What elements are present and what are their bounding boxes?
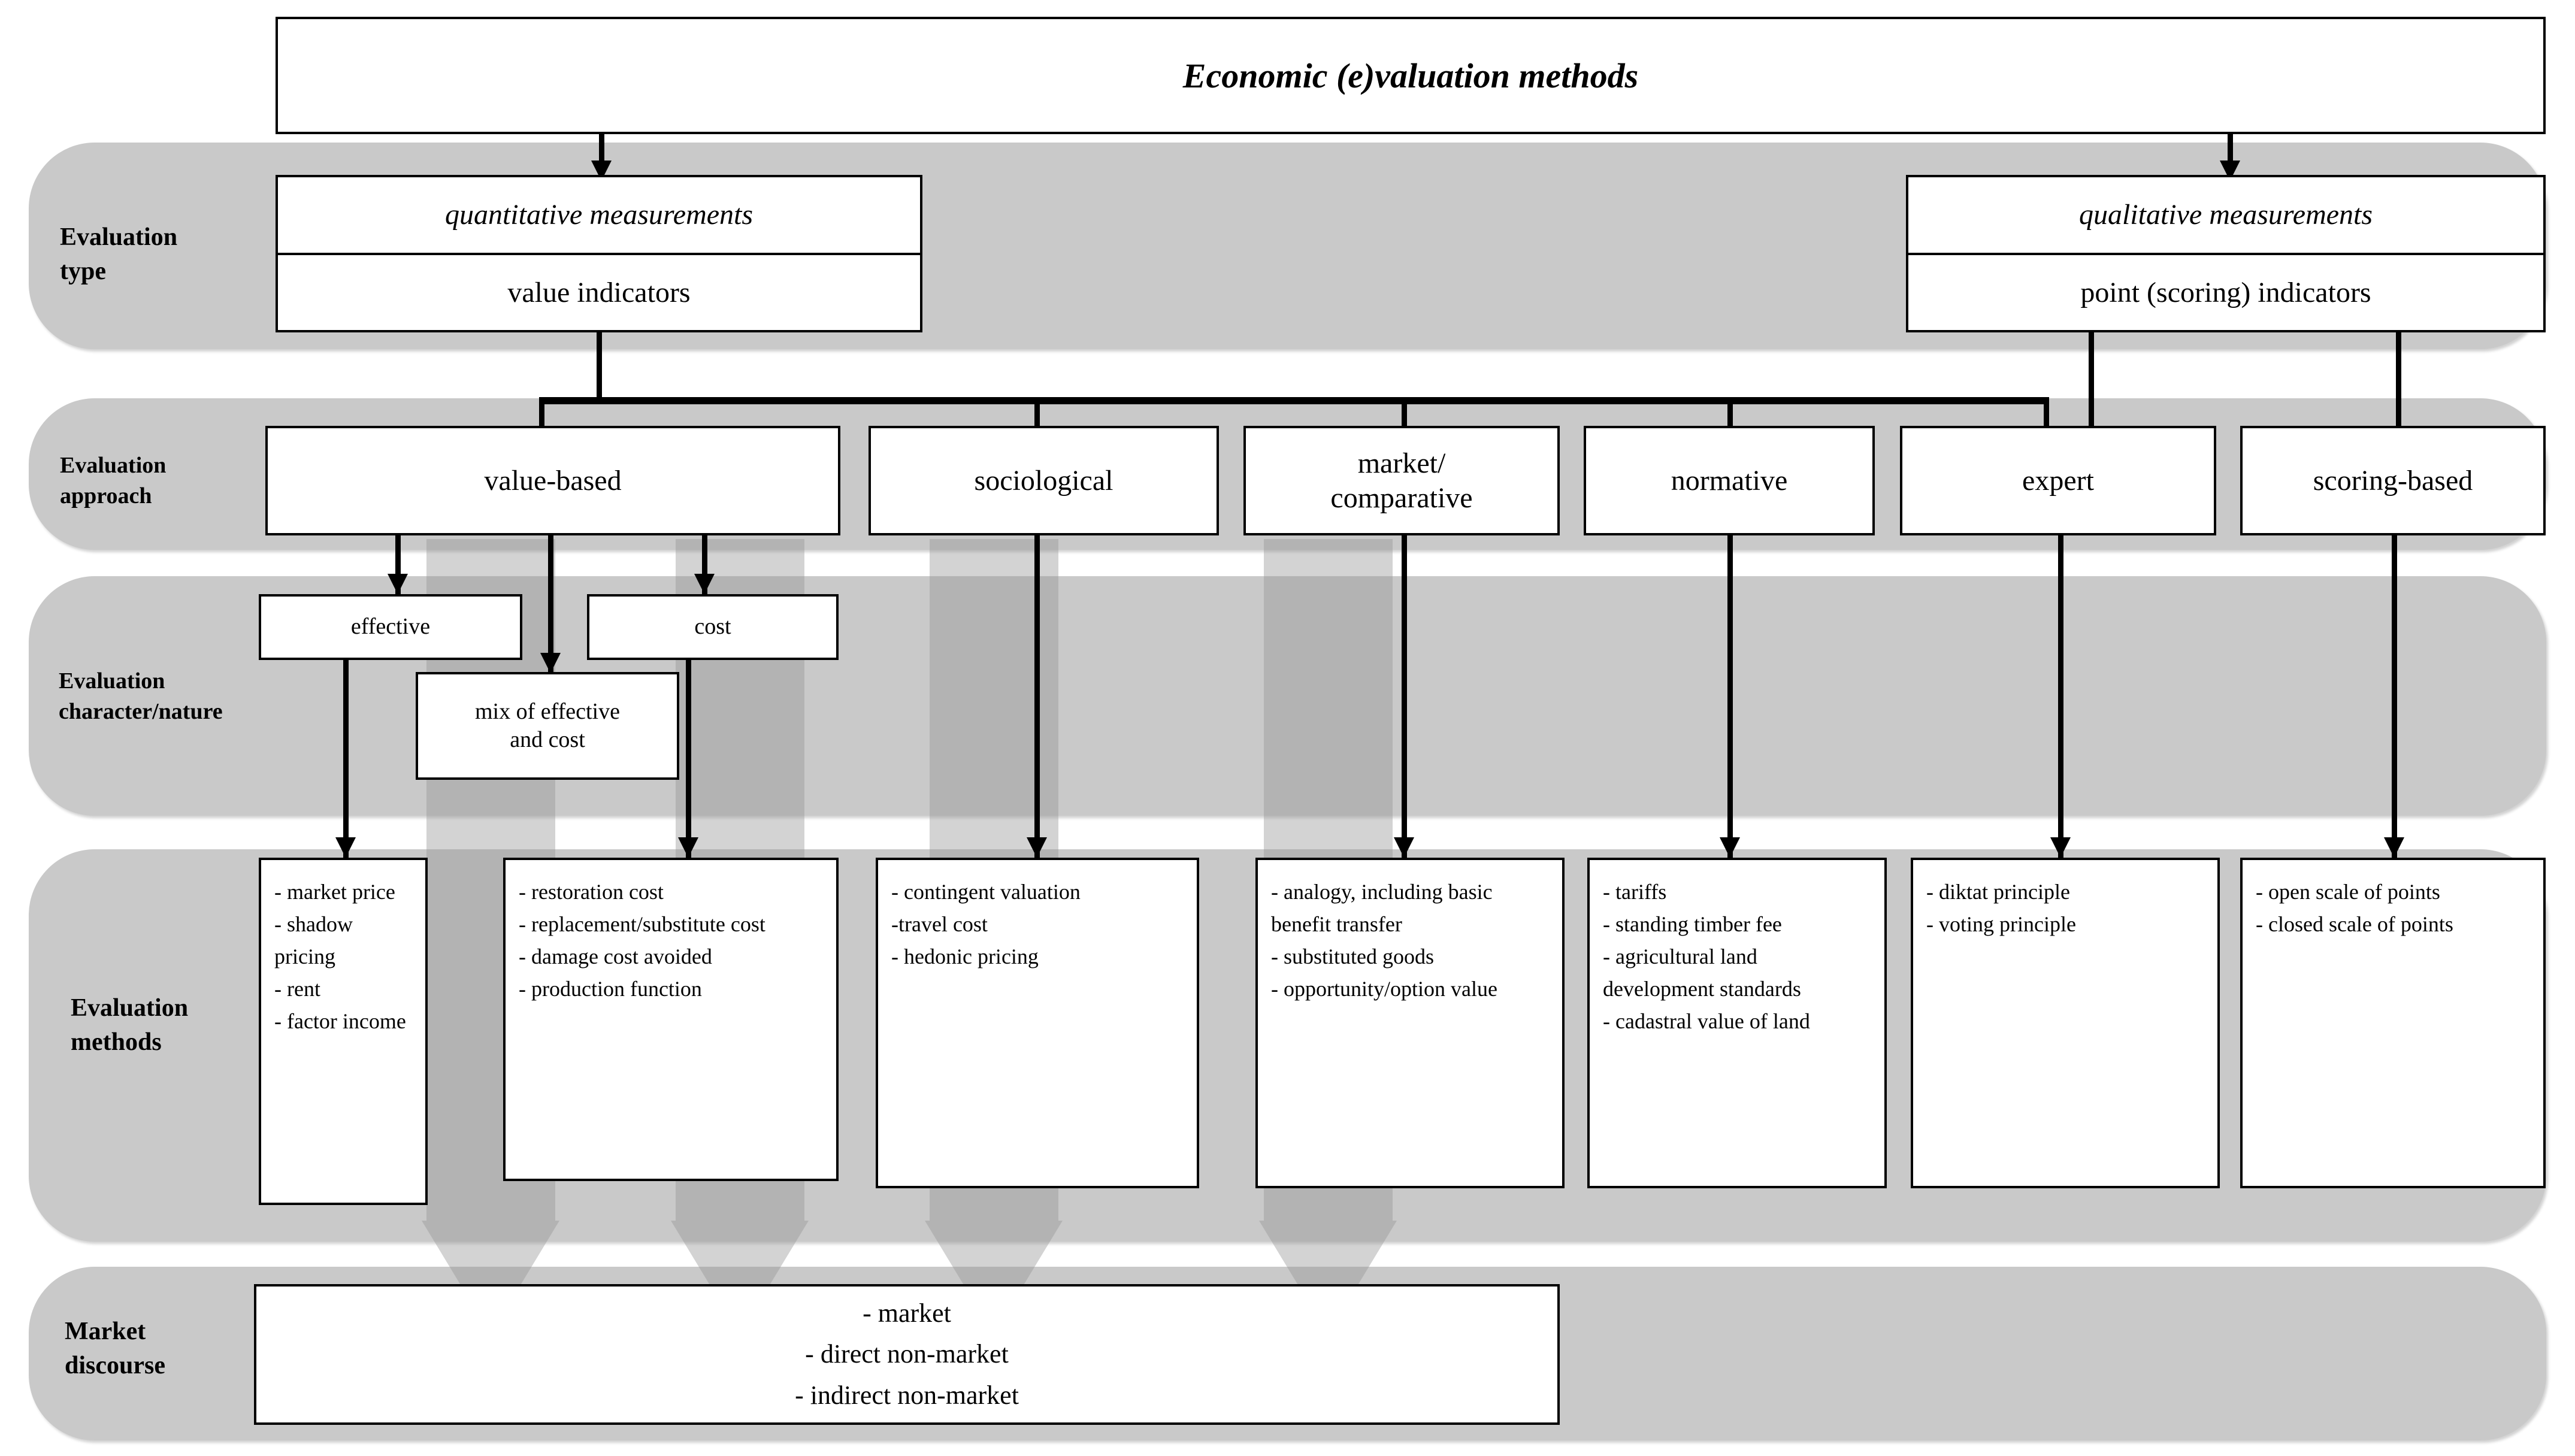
distribution-bus-quantitative [539,397,2048,404]
market-discourse-box: - market - direct non-market - indirect … [254,1284,1560,1425]
arrowhead-expert-to-methods-6 [2050,837,2071,858]
arrowhead-market-comparative-to-methods-4 [1394,837,1414,858]
methods-box-7: - open scale of points - closed scale of… [2240,858,2546,1188]
arrowhead-value-based-to-mix [540,653,561,673]
row-label-market-discourse-line2: discourse [65,1351,165,1379]
quantitative-measurements-box: quantitative measurements value indicato… [276,175,922,332]
connector-qualitative-to-scoring-based [2396,332,2401,458]
quantitative-heading: quantitative measurements [444,199,754,231]
arrowhead-scoring-based-to-methods-7 [2384,837,2404,858]
approach-label-market-comparative-line1: market/ [1357,447,1446,479]
methods-items-1: - market price - shadow pricing - rent -… [274,880,406,1033]
arrowhead-value-based-to-cost [694,574,715,594]
methods-items-2: - restoration cost - replacement/substit… [519,880,765,1001]
title-box: Economic (e)valuation methods [276,17,2546,134]
connector-title-to-quantitative [599,134,604,180]
quantitative-sub-row: value indicators [278,255,920,331]
row-label-evaluation-character-line2: character/nature [59,699,223,725]
arrowhead-value-based-to-effective [388,574,408,594]
approach-box-expert: expert [1900,426,2216,535]
approach-label-expert: expert [2022,464,2094,497]
row-label-evaluation-character: Evaluation character/nature [59,666,274,728]
character-label-effective: effective [350,614,431,640]
arrowhead-normative-to-methods-5 [1720,837,1740,858]
qualitative-heading: qualitative measurements [2078,199,2373,231]
row-label-evaluation-type-line1: Evaluation [60,223,178,251]
row-label-evaluation-approach: Evaluation approach [60,450,240,512]
quantitative-sub: value indicators [507,276,691,308]
methods-box-5: - tariffs - standing timber fee - agricu… [1587,858,1887,1188]
qualitative-heading-row: qualitative measurements [1908,177,2543,253]
market-discourse-line-3: - indirect non-market [795,1380,1019,1410]
connector-expert-to-methods-6 [2058,535,2063,858]
connector-title-to-qualitative [2228,134,2233,180]
methods-items-3: - contingent valuation -travel cost - he… [891,880,1081,968]
connector-market-comparative-to-methods-4 [1402,535,1407,858]
arrowhead-effective-to-methods-1 [335,837,356,858]
row-label-evaluation-methods-line2: methods [71,1028,162,1056]
row-label-evaluation-approach-line2: approach [60,483,152,509]
approach-label-scoring-based: scoring-based [2313,464,2473,497]
qualitative-divider [1908,252,2543,255]
approach-box-sociological: sociological [869,426,1219,535]
methods-items-4: - analogy, including basic benefit trans… [1271,880,1497,1001]
row-label-evaluation-character-line1: Evaluation [59,668,165,694]
qualitative-sub-row: point (scoring) indicators [1908,255,2543,331]
character-label-mix-line2: and cost [510,727,585,752]
methods-items-7: - open scale of points - closed scale of… [2256,880,2453,936]
approach-label-value-based: value-based [484,464,622,497]
methods-items-5: - tariffs - standing timber fee - agricu… [1603,880,1810,1033]
character-box-cost: cost [587,594,839,660]
methods-box-6: - diktat principle - voting principle [1911,858,2220,1188]
approach-label-market-comparative-line2: comparative [1330,482,1473,514]
connector-value-based-to-effective [395,535,401,595]
methods-box-4: - analogy, including basic benefit trans… [1255,858,1565,1188]
approach-box-market-comparative: market/ comparative [1243,426,1560,535]
methods-box-2: - restoration cost - replacement/substit… [503,858,839,1181]
quantitative-divider [278,252,920,255]
row-label-evaluation-type: Evaluation type [60,220,240,288]
approach-label-sociological: sociological [974,464,1113,497]
character-label-cost: cost [694,614,731,640]
methods-box-1: - market price - shadow pricing - rent -… [259,858,428,1205]
connector-scoring-based-to-methods-7 [2392,535,2397,858]
connector-normative-to-methods-5 [1727,535,1733,858]
connector-cost-to-methods-2 [686,660,691,858]
qualitative-sub: point (scoring) indicators [2080,276,2371,308]
approach-label-normative: normative [1671,464,1788,497]
connector-qualitative-to-expert [2089,332,2094,458]
diagram-title: Economic (e)valuation methods [1182,56,1639,95]
arrowhead-sociological-to-methods-3 [1027,837,1047,858]
connector-quantitative-drop [597,332,602,404]
approach-box-scoring-based: scoring-based [2240,426,2546,535]
approach-box-normative: normative [1584,426,1875,535]
approach-box-value-based: value-based [265,426,840,535]
row-label-evaluation-type-line2: type [60,257,106,285]
methods-box-3: - contingent valuation -travel cost - he… [876,858,1199,1188]
methods-items-6: - diktat principle - voting principle [1926,880,2076,936]
market-discourse-line-2: - direct non-market [805,1339,1009,1369]
quantitative-heading-row: quantitative measurements [278,177,920,253]
connector-effective-to-methods-1 [343,660,349,858]
market-discourse-line-1: - market [863,1298,951,1328]
row-label-market-discourse-line1: Market [65,1318,146,1345]
arrowhead-cost-to-methods-2 [678,837,698,858]
character-label-mix-line1: mix of effective [475,698,620,724]
row-label-market-discourse: Market discourse [65,1315,244,1382]
qualitative-measurements-box: qualitative measurements point (scoring)… [1906,175,2546,332]
character-box-mix-effective-and-cost: mix of effective and cost [416,672,679,780]
row-label-evaluation-methods-line1: Evaluation [71,994,189,1022]
connector-sociological-to-methods-3 [1034,535,1040,858]
row-label-evaluation-approach-line1: Evaluation [60,453,167,478]
character-box-effective: effective [259,594,522,660]
row-label-evaluation-methods: Evaluation methods [71,991,250,1059]
connector-value-based-to-mix [548,535,553,674]
connector-value-based-to-cost [702,535,707,595]
